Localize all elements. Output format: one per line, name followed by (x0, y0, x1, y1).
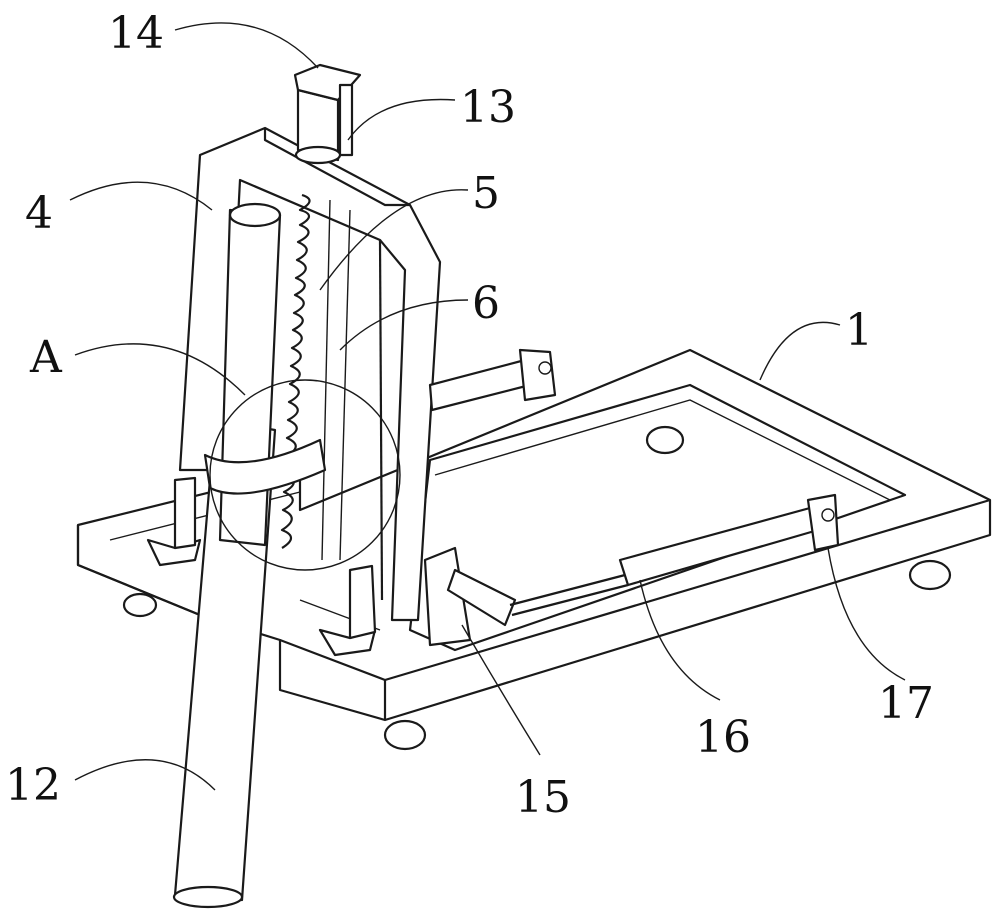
clamps (146, 476, 377, 657)
actuators (423, 348, 840, 647)
leader-lines (69, 22, 906, 791)
label-4: 4 (25, 188, 53, 239)
label-15: 15 (515, 772, 571, 823)
base-frame (76, 348, 992, 722)
motor (293, 63, 362, 165)
wheels (122, 425, 952, 751)
label-13: 13 (460, 82, 516, 133)
detail-circle-a (209, 379, 401, 571)
label-14: 14 (108, 8, 164, 59)
label-6: 6 (472, 278, 500, 329)
label-5: 5 (472, 168, 500, 219)
label-16: 16 (695, 712, 751, 763)
label-a: A (29, 332, 63, 383)
label-1: 1 (845, 305, 873, 356)
vertical-frame (178, 126, 442, 622)
label-17: 17 (878, 678, 934, 729)
label-12: 12 (5, 760, 61, 811)
